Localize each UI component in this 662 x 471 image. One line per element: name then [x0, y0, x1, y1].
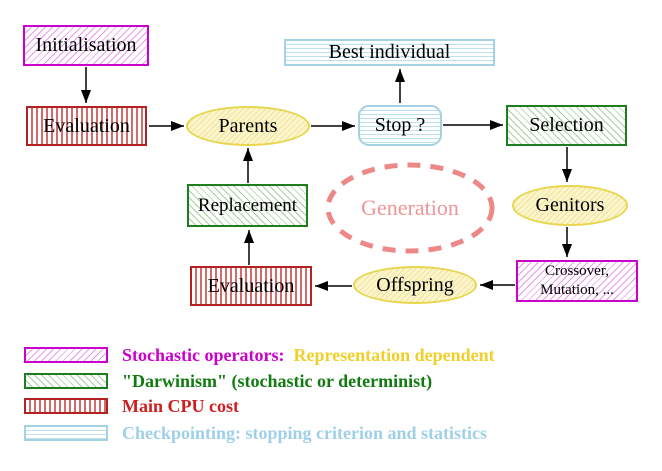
- node-replacement: Replacement: [187, 184, 308, 227]
- legend-row-checkpointing: Checkpointing: stopping criterion and st…: [24, 423, 487, 443]
- legend-swatch-magenta-hatch: [24, 347, 108, 363]
- legend-row-darwinism: "Darwinism" (stochastic or determinist): [24, 371, 432, 391]
- node-stop: Stop ?: [358, 105, 442, 146]
- legend-label-checkpointing: Checkpointing: stopping criterion and st…: [122, 422, 488, 443]
- legend-label-main-cpu-cost: Main CPU cost: [122, 395, 239, 416]
- node-best-individual: Best individual: [284, 39, 495, 66]
- node-selection: Selection: [506, 105, 627, 146]
- legend-swatch-green-hatch: [24, 373, 108, 389]
- node-offspring: Offspring: [353, 266, 477, 304]
- node-crossover-mutation: Crossover, Mutation, ...: [516, 260, 638, 302]
- legend-row-main-cpu-cost: Main CPU cost: [24, 396, 239, 416]
- legend-row-stochastic-operators: Stochastic operators: Representation dep…: [24, 345, 495, 365]
- node-parents: Parents: [186, 106, 310, 146]
- node-evaluation-top: Evaluation: [26, 106, 147, 146]
- node-initialisation: Initialisation: [23, 25, 149, 66]
- crossover-mutation-label: Crossover, Mutation, ...: [540, 262, 614, 299]
- legend-swatch-red-stripes: [24, 398, 108, 414]
- node-evaluation-bottom: Evaluation: [190, 266, 312, 306]
- node-genitors: Genitors: [512, 185, 628, 226]
- generation-label: Generation: [361, 195, 459, 220]
- legend-swatch-cyan-stripes: [24, 425, 108, 441]
- legend-label-representation-dependent: Representation dependent: [293, 344, 495, 365]
- legend-label-darwinism: "Darwinism" (stochastic or determinist): [122, 370, 433, 391]
- legend-label-stochastic-operators: Stochastic operators:: [122, 344, 285, 365]
